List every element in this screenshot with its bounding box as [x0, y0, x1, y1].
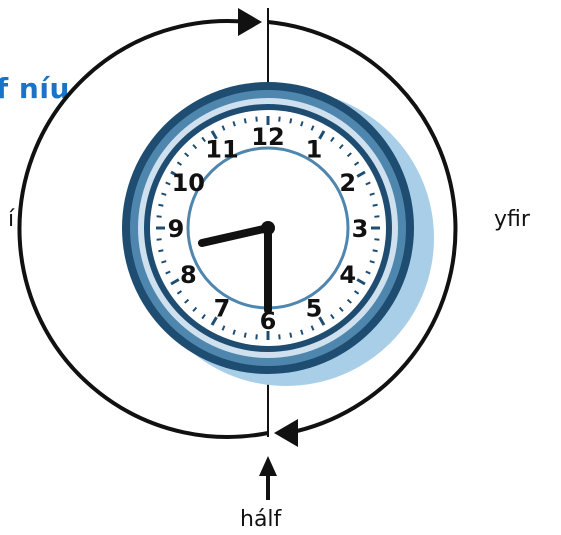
minute-tick: [279, 117, 280, 122]
minute-tick: [374, 216, 379, 217]
hour-number: 5: [306, 295, 323, 323]
hour-number: 10: [172, 169, 205, 197]
hour-number: 11: [205, 135, 238, 163]
minute-tick: [158, 205, 163, 206]
minute-tick: [256, 334, 257, 339]
hour-number: 4: [339, 261, 356, 289]
minute-tick: [157, 239, 162, 240]
minute-tick: [279, 334, 280, 339]
arrowhead-top-icon: [238, 8, 262, 36]
arrowhead-bottom-icon: [274, 419, 298, 447]
minute-tick: [290, 333, 291, 338]
minute-tick: [245, 118, 246, 123]
minute-tick: [373, 250, 378, 251]
minute-tick: [245, 333, 246, 338]
minute-tick: [158, 250, 163, 251]
hour-number: 12: [251, 123, 284, 151]
minute-tick: [290, 118, 291, 123]
hour-number: 8: [180, 261, 197, 289]
pointer-up-icon: [259, 456, 277, 476]
minute-tick: [157, 216, 162, 217]
hour-number: 9: [168, 215, 185, 243]
hour-number: 7: [214, 295, 231, 323]
minute-tick: [256, 117, 257, 122]
hour-number: 1: [306, 135, 323, 163]
minute-tick: [373, 205, 378, 206]
hour-number: 3: [352, 215, 369, 243]
minute-tick: [374, 239, 379, 240]
hour-number: 2: [339, 169, 356, 197]
hand-pivot: [261, 221, 275, 235]
